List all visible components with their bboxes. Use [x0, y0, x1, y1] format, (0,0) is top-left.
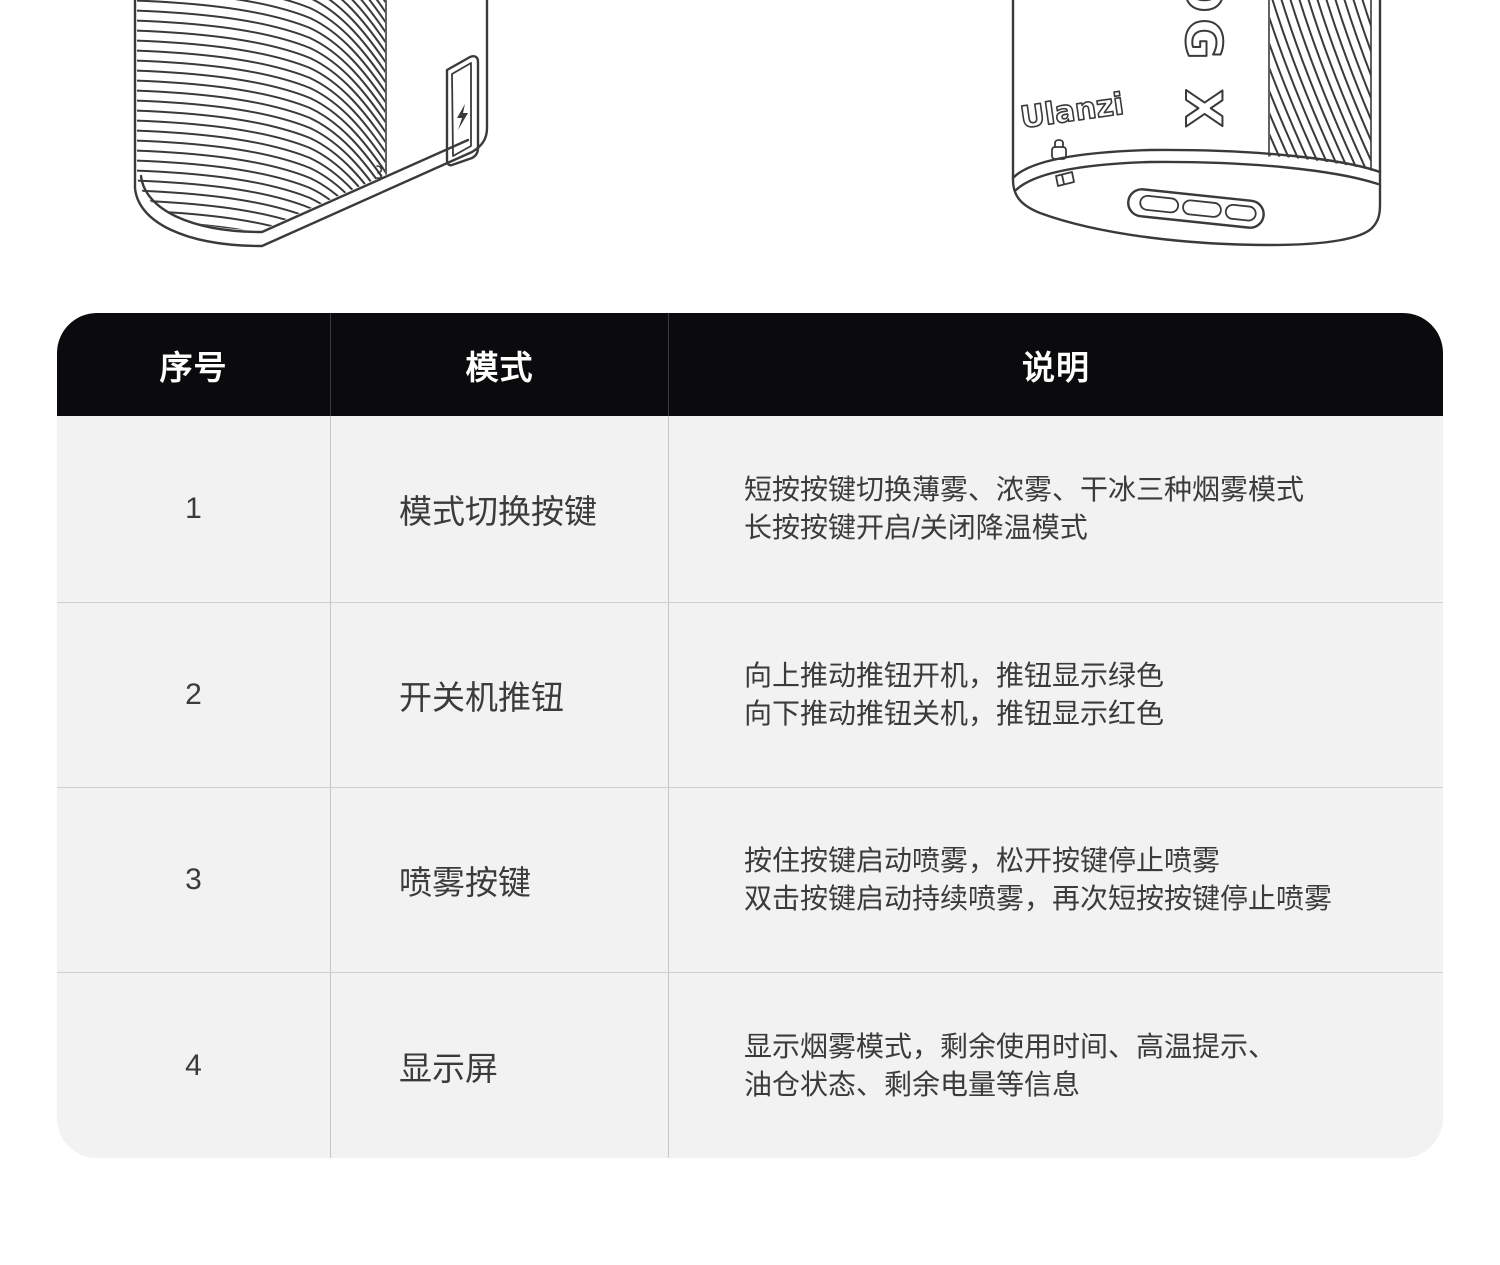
row-mode: 喷雾按键	[330, 787, 668, 972]
row-number: 2	[57, 602, 330, 787]
lock-icon	[1051, 139, 1067, 160]
right-device-illustration: Ulanzi OG X	[1011, 0, 1460, 247]
row-description: 按住按键启动喷雾，松开按键停止喷雾 双击按键启动持续喷雾，再次短按按键停止喷雾	[668, 787, 1443, 972]
description-line: 向上推动推钮开机，推钮显示绿色	[744, 660, 1165, 691]
groove-line	[1297, 0, 1371, 170]
row-number: 4	[57, 972, 330, 1158]
lightning-icon	[457, 104, 468, 130]
groove-line	[1270, 0, 1344, 170]
groove-line	[137, 0, 385, 113]
groove-line	[137, 159, 385, 230]
description-line: 油仓状态、剩余电量等信息	[744, 1068, 1081, 1100]
groove-line	[120, 240, 392, 260]
groove-line	[137, 0, 385, 103]
row-number: 3	[57, 787, 330, 972]
groove-line	[137, 99, 385, 213]
groove-line	[137, 139, 385, 230]
groove-line	[1342, 0, 1371, 170]
groove-line	[137, 169, 385, 230]
row-description: 短按按键切换薄雾、浓雾、干冰三种烟雾模式 长按按键开启/关闭降温模式	[668, 416, 1443, 602]
groove-line	[137, 39, 385, 153]
groove-line	[137, 199, 385, 230]
groove-line	[1288, 0, 1362, 170]
device-illustrations: Ulanzi OG X	[120, 0, 1460, 260]
groove-line	[1270, 0, 1335, 170]
right-device-base-lip-inner	[1014, 160, 1380, 192]
groove-line	[137, 59, 385, 173]
right-device-body-outline	[1011, 0, 1382, 247]
left-device-grooves	[120, 0, 392, 260]
row-number: 1	[185, 492, 202, 525]
groove-line	[137, 29, 385, 143]
groove-line	[1270, 0, 1290, 170]
row-mode: 显示屏	[330, 972, 668, 1158]
description-line: 向下推动推钮关机，推钮显示红色	[744, 698, 1165, 729]
header-mode: 模式	[330, 313, 668, 416]
groove-line	[1279, 0, 1353, 170]
groove-line	[1270, 0, 1326, 170]
charge-port	[445, 55, 480, 167]
groove-line	[1360, 0, 1371, 170]
groove-line	[137, 119, 385, 230]
row-mode: 模式切换按键	[330, 416, 668, 602]
groove-line	[1324, 0, 1371, 170]
groove-line	[137, 109, 385, 223]
description-line: 按住按键启动喷雾，松开按键停止喷雾	[744, 845, 1221, 876]
fog-x-logo: OG X	[1174, 0, 1232, 134]
row-description: 显示烟雾模式，剩余使用时间、高温提示、 油仓状态、剩余电量等信息	[668, 972, 1443, 1158]
power-slider-switch	[1055, 171, 1075, 187]
groove-line	[137, 0, 385, 73]
groove-line	[137, 89, 385, 203]
description-line: 双击按键启动持续喷雾，再次短按按键停止喷雾	[744, 883, 1333, 914]
groove-line	[137, 69, 385, 183]
left-device-illustration	[120, 0, 489, 260]
right-device-base-lip	[1011, 148, 1382, 180]
ulanzi-logo: Ulanzi	[1018, 87, 1126, 136]
row-description: 向上推动推钮开机，推钮显示绿色 向下推动推钮关机，推钮显示红色	[668, 602, 1443, 787]
groove-line	[137, 0, 385, 63]
groove-line	[137, 0, 385, 53]
description-line: 短按按键切换薄雾、浓雾、干冰三种烟雾模式	[744, 474, 1305, 505]
groove-line	[137, 9, 385, 123]
groove-line	[137, 219, 385, 230]
description-line: 长按按键开启/关闭降温模式	[744, 512, 1088, 543]
groove-line	[137, 179, 385, 230]
groove-line	[1333, 0, 1371, 170]
groove-line	[1306, 0, 1371, 170]
vent-grille	[1127, 188, 1265, 229]
header-number: 序号	[57, 313, 330, 416]
row-mode: 开关机推钮	[330, 602, 668, 787]
groove-line	[137, 0, 385, 43]
groove-line	[1379, 0, 1451, 178]
left-device-base-rim	[139, 138, 470, 234]
header-description: 说明	[668, 313, 1443, 416]
groove-line	[137, 0, 385, 83]
groove-line	[137, 49, 385, 163]
spec-table: 序号 模式 说明 1 模式切换按键 短按按键切换薄雾、浓雾、干冰三种烟雾模式 长…	[57, 313, 1443, 1158]
groove-line	[137, 79, 385, 193]
groove-line	[137, 19, 385, 133]
groove-line	[1351, 0, 1371, 170]
groove-line	[137, 209, 385, 230]
description-line: 显示烟雾模式，剩余使用时间、高温提示、	[744, 1030, 1277, 1062]
left-device-small-mark	[376, 165, 383, 179]
groove-line	[1315, 0, 1371, 170]
left-device-body-outline	[133, 0, 489, 248]
groove-line	[137, 0, 385, 93]
groove-line	[1388, 0, 1460, 178]
